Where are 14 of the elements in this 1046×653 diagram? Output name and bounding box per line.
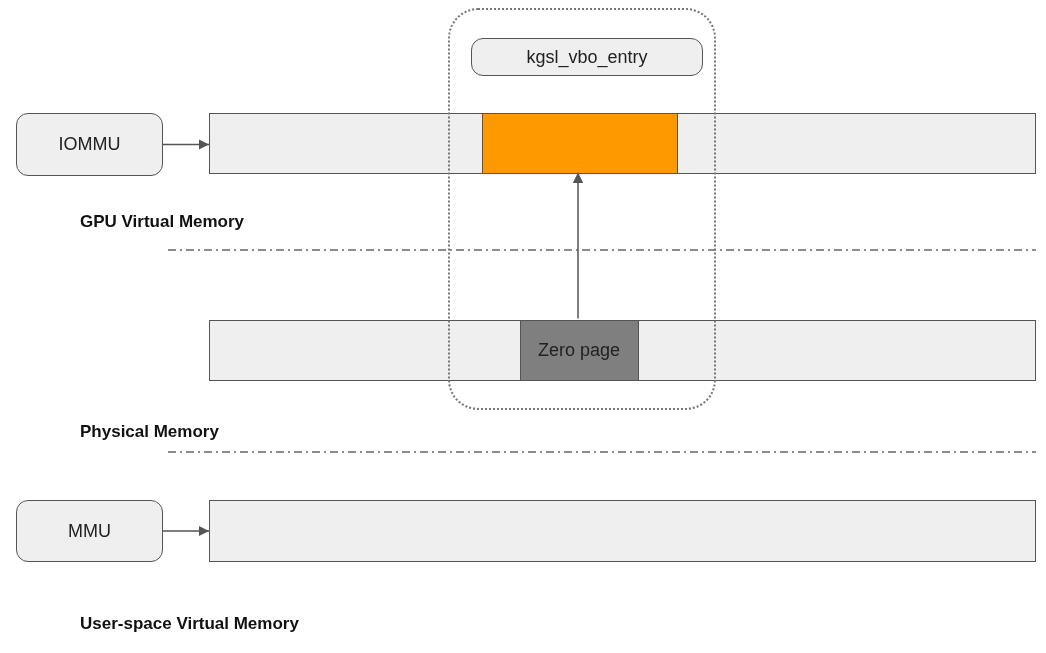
page-block: Zero page	[519, 319, 639, 381]
process-box: MMU	[16, 500, 163, 562]
arrow	[162, 139, 210, 150]
arrow	[572, 171, 584, 320]
section-label: Physical Memory	[80, 422, 219, 442]
memory-block	[481, 112, 678, 174]
process-box: IOMMU	[16, 113, 163, 176]
memory-bar	[209, 500, 1036, 562]
section-label: GPU Virtual Memory	[80, 212, 245, 232]
memory-bar	[209, 320, 1036, 381]
section-label: User-space Virtual Memory	[80, 614, 299, 634]
memory-bar	[209, 113, 1036, 174]
process-box: kgsl_vbo_entry	[471, 38, 703, 76]
arrow	[162, 525, 210, 537]
